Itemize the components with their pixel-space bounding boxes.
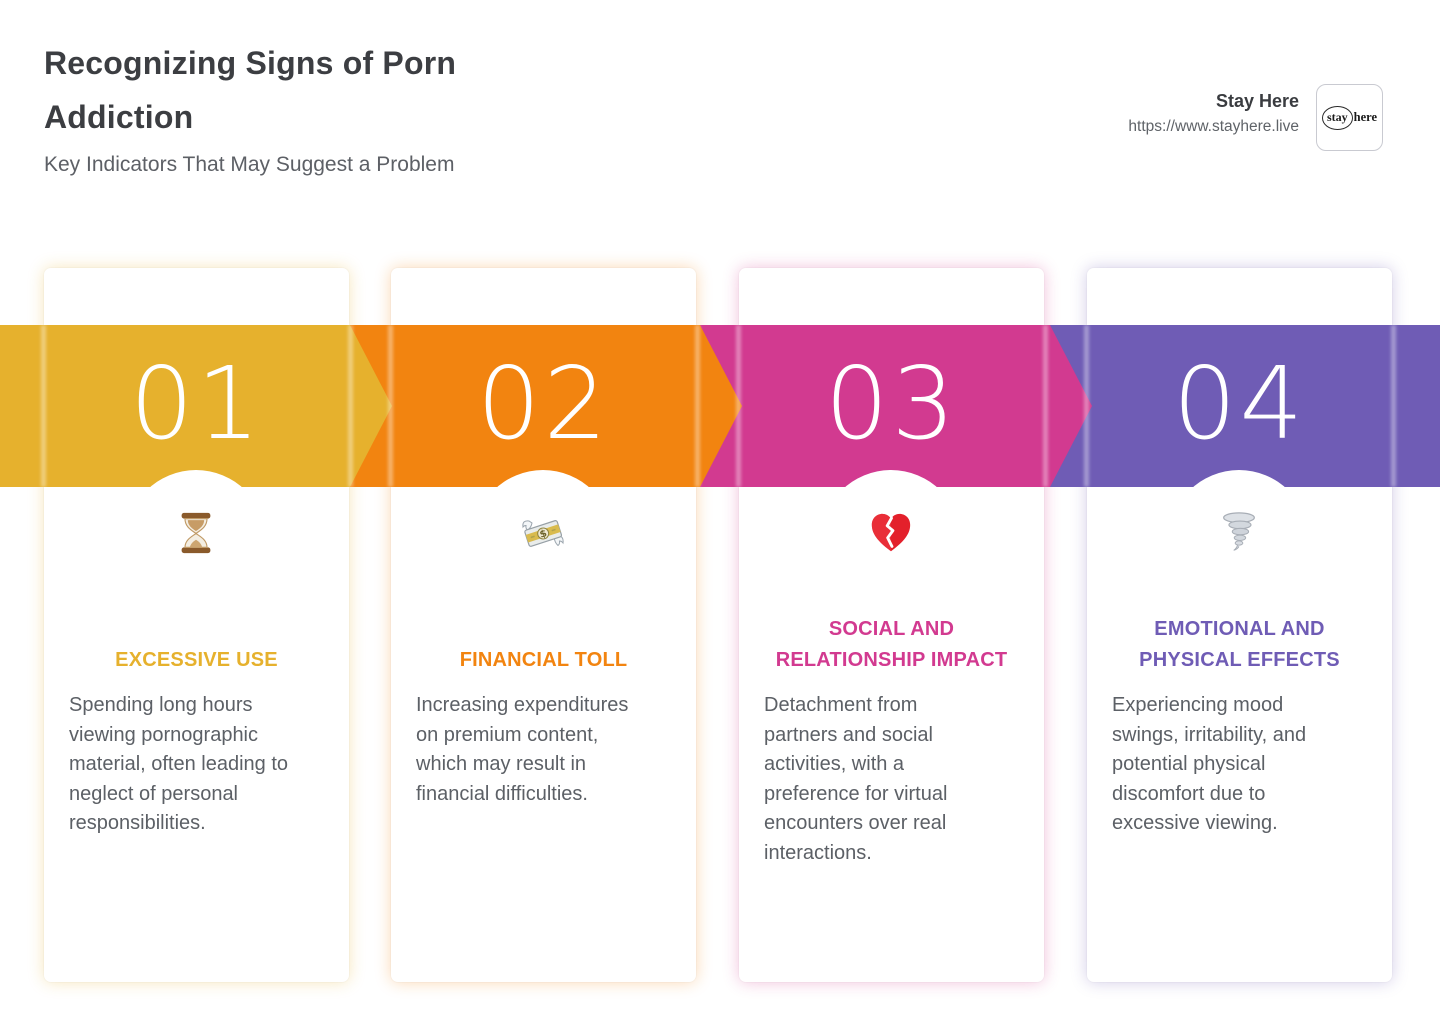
step-3-number: 03	[824, 345, 959, 462]
step-1-description: Spending long hours viewing pornographic…	[69, 694, 289, 834]
chevron-segment-3	[700, 325, 1092, 487]
step-3-title: SOCIAL AND RELATIONSHIP IMPACT	[775, 618, 1008, 671]
step-title-wrap: EMOTIONAL AND PHYSICAL EFFECTS	[1087, 612, 1392, 676]
card-edge-glow	[1043, 325, 1048, 487]
card-edge-glow	[736, 325, 741, 487]
money-with-wings-icon: $	[519, 509, 567, 557]
step-3-icon-circle	[821, 470, 961, 610]
page-subtitle: Key Indicators That May Suggest a Proble…	[44, 153, 455, 176]
brand-logo: stay here	[1316, 84, 1383, 151]
card-edge-glow	[1391, 325, 1396, 487]
step-2-number: 02	[476, 345, 611, 462]
chevron-band: 01 02 03 04	[0, 325, 1440, 487]
card-edge-glow	[388, 325, 393, 487]
tornado-icon	[1216, 510, 1262, 556]
brand-block: Stay Here https://www.stayhere.live stay…	[1128, 84, 1383, 151]
step-4-number: 04	[1172, 345, 1307, 462]
step-title-wrap: SOCIAL AND RELATIONSHIP IMPACT	[739, 612, 1044, 676]
step-1-number: 01	[129, 345, 264, 462]
card-edge-glow	[695, 325, 700, 487]
chevron-segment-4	[1050, 325, 1440, 487]
brand-logo-rest-text: here	[1353, 110, 1378, 124]
brand-name: Stay Here	[1215, 91, 1299, 111]
card-edge-glow	[1084, 325, 1089, 487]
brand-logo-bubble-text: stay	[1321, 105, 1353, 130]
svg-text:$: $	[538, 528, 548, 541]
card-edge-glow	[41, 325, 46, 487]
step-2-title: FINANCIAL TOLL	[459, 649, 628, 671]
step-1-title: EXCESSIVE USE	[115, 649, 278, 671]
step-2-description: Increasing expenditures on premium conte…	[416, 694, 629, 805]
brand-text: Stay Here https://www.stayhere.live	[1128, 84, 1299, 136]
step-4-icon-circle	[1169, 470, 1309, 610]
step-1-icon-circle	[126, 470, 266, 610]
chevron-segment-1	[0, 325, 392, 487]
hourglass-icon	[173, 510, 219, 556]
card-edge-glow	[348, 325, 353, 487]
step-title-wrap: FINANCIAL TOLL	[391, 612, 696, 676]
step-4-title: EMOTIONAL AND PHYSICAL EFFECTS	[1139, 618, 1340, 671]
step-2-icon-circle: $	[473, 470, 613, 610]
step-title-wrap: EXCESSIVE USE	[44, 612, 349, 676]
brand-url[interactable]: https://www.stayhere.live	[1128, 118, 1299, 135]
step-4-description: Experiencing mood swings, irritability, …	[1112, 694, 1307, 834]
chevron-segment-2	[350, 325, 742, 487]
broken-heart-icon	[868, 510, 914, 556]
page-title: Recognizing Signs of Porn Addiction	[44, 45, 457, 135]
step-3-description: Detachment from partners and social acti…	[764, 694, 948, 864]
